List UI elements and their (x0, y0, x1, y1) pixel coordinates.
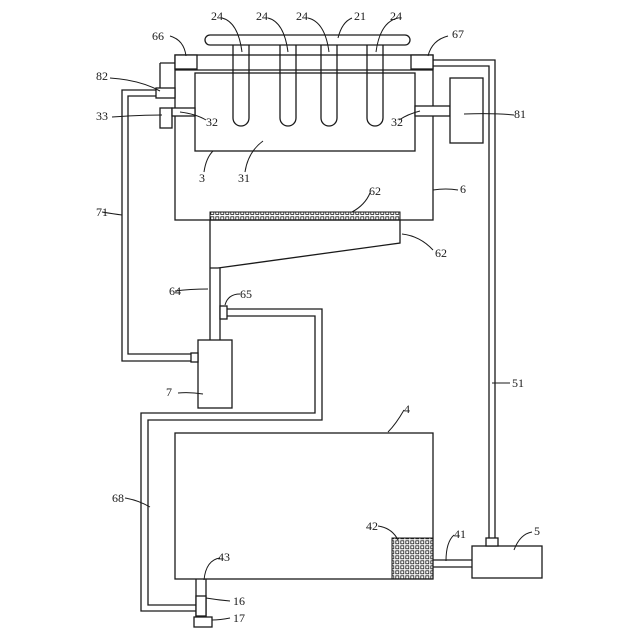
outer-housing (175, 55, 433, 220)
label-68: 68 (112, 491, 124, 505)
label-16: 16 (233, 594, 245, 608)
label-64: 64 (169, 284, 181, 298)
label-81: 81 (514, 107, 526, 121)
label-3: 3 (199, 171, 205, 185)
label-65: 65 (240, 287, 252, 301)
label-43: 43 (218, 550, 230, 564)
cap-17 (194, 617, 212, 627)
label-24d: 24 (390, 9, 402, 23)
label-82: 82 (96, 69, 108, 83)
label-31: 31 (238, 171, 250, 185)
label-32b: 32 (391, 115, 403, 129)
pipe-71-inner (128, 96, 191, 354)
u-tube (367, 45, 383, 126)
u-tubes (233, 45, 383, 126)
label-41: 41 (454, 527, 466, 541)
u-tube (233, 45, 249, 126)
pipe-41 (433, 560, 472, 567)
u-tube (321, 45, 337, 126)
label-5: 5 (534, 524, 540, 538)
unit-5-inlet (486, 538, 498, 546)
mesh-42 (392, 538, 433, 579)
block-67 (411, 55, 433, 69)
label-24a: 24 (211, 9, 223, 23)
label-7: 7 (166, 385, 172, 399)
port-32-right (415, 106, 450, 116)
label-42: 42 (366, 519, 378, 533)
mesh-strip (210, 212, 400, 220)
label-71: 71 (96, 205, 108, 219)
pump-7 (198, 340, 232, 408)
pipe-64 (210, 268, 220, 340)
pipe-66-link (160, 63, 175, 88)
label-66: 66 (152, 29, 164, 43)
label-24c: 24 (296, 9, 308, 23)
label-17: 17 (233, 611, 245, 625)
label-33: 33 (96, 109, 108, 123)
label-4: 4 (404, 402, 410, 416)
inner-tank (195, 73, 415, 151)
fitting-82 (156, 88, 175, 98)
unit-5 (472, 546, 542, 578)
valve-65 (220, 306, 227, 319)
pump-inlet (191, 353, 198, 362)
label-62a: 62 (369, 184, 381, 198)
funnel (210, 220, 400, 268)
label-51: 51 (512, 376, 524, 390)
label-24b: 24 (256, 9, 268, 23)
label-32a: 32 (206, 115, 218, 129)
label-67: 67 (452, 27, 464, 41)
label-21: 21 (354, 9, 366, 23)
fitting-33 (160, 108, 172, 128)
block-66 (175, 55, 197, 69)
label-6: 6 (460, 182, 466, 196)
pipe-71 (122, 90, 191, 361)
u-tube (280, 45, 296, 126)
label-62b: 62 (435, 246, 447, 260)
valve-16 (196, 596, 206, 616)
unit-81 (450, 78, 483, 143)
